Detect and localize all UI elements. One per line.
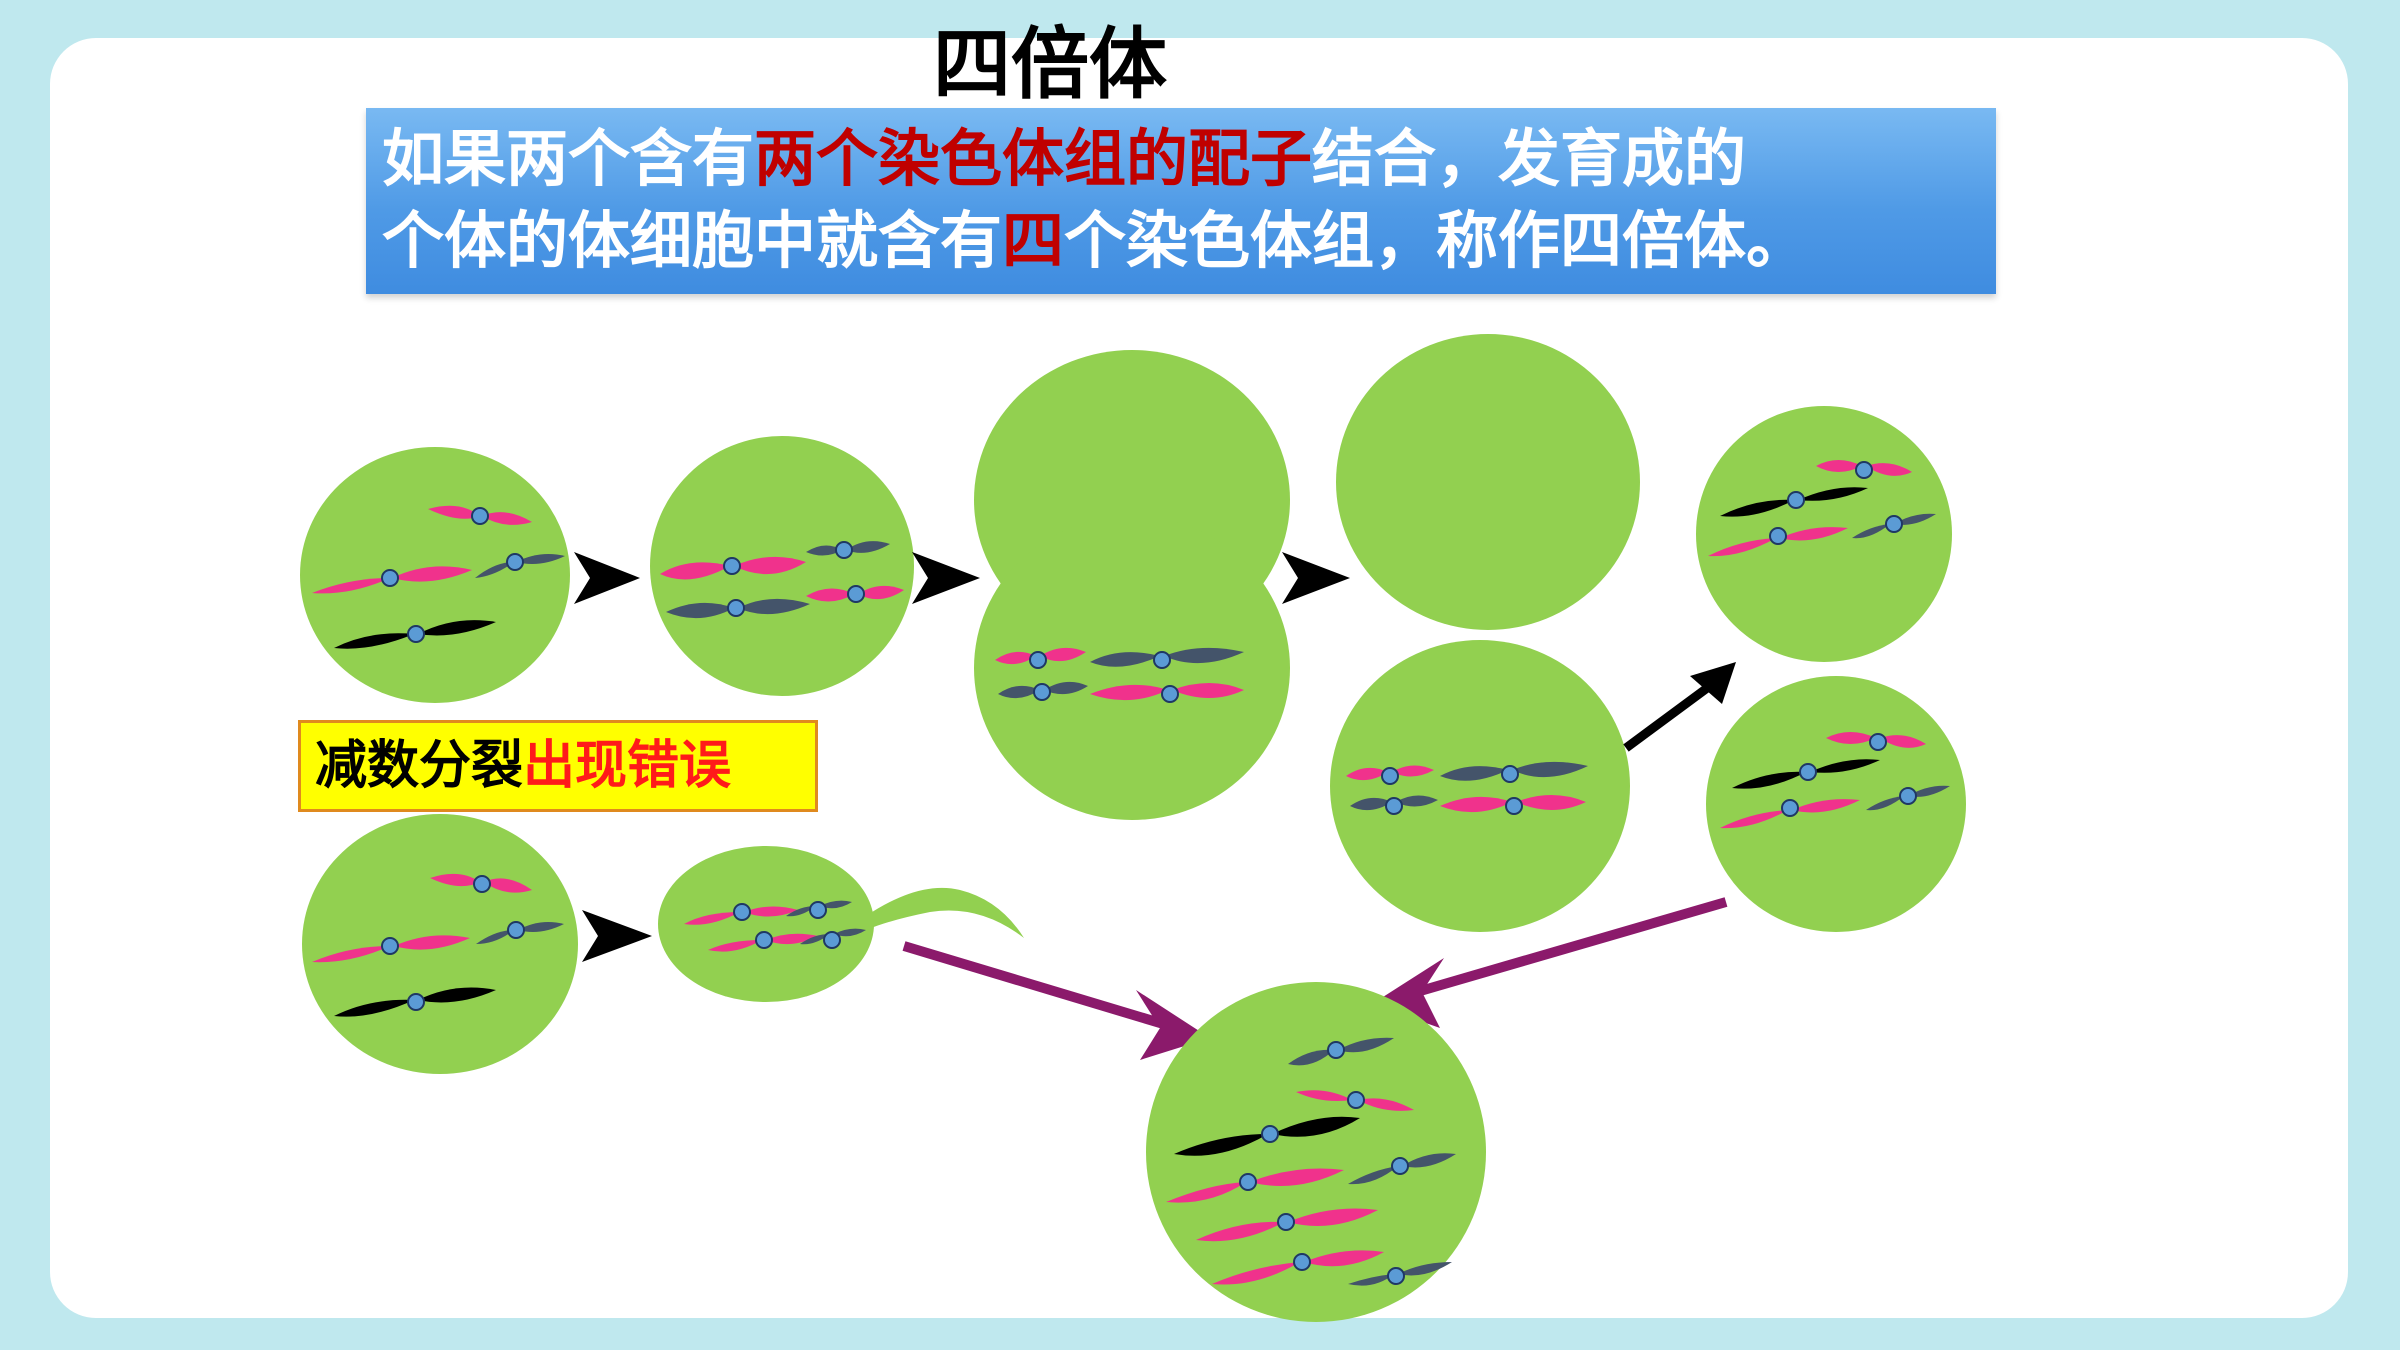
cell-right-top: [1696, 406, 1952, 662]
chromosome-black: [334, 633, 414, 649]
cell-daughter-tetraploid: [1330, 640, 1630, 932]
arrow-black: [582, 910, 652, 962]
chromosome-pink: [312, 578, 390, 594]
arrow-purple-left: [902, 941, 1210, 1060]
centromere: [506, 553, 524, 571]
banner-text: 个染色体组，称作四倍体。: [1064, 204, 1809, 277]
arrow-purple-right: [1372, 897, 1728, 1028]
cell-tetraploid-zygote: [1146, 982, 1486, 1322]
cell-meiosis-error: [302, 814, 578, 1074]
banner-highlight: 两个染色体组的配子: [754, 122, 1313, 195]
centromere: [381, 569, 399, 587]
chromosome-pink: [392, 566, 472, 582]
cell-right-bottom: [1706, 676, 1966, 932]
centromere: [407, 625, 425, 643]
banner-highlight: 四: [1002, 204, 1065, 277]
banner-line-1: 如果两个含有两个染色体组的配子结合，发育成的: [382, 122, 1746, 196]
page-title: 四倍体: [932, 20, 1167, 110]
cell-daughter-empty: [1336, 334, 1640, 630]
chromosome-pink: [482, 512, 532, 525]
banner-text: 结合，发育成的: [1312, 122, 1747, 195]
meiosis-error-label: 减数分裂出现错误: [298, 720, 818, 812]
chromosome-black: [418, 620, 496, 636]
definition-banner: 如果两个含有两个染色体组的配子结合，发育成的 个体的体细胞中就含有四个染色体组，…: [366, 108, 1996, 294]
chromosome-pink: [428, 505, 480, 519]
centromere: [471, 507, 489, 525]
arrow-black: [574, 552, 640, 604]
banner-line-2: 个体的体细胞中就含有四个染色体组，称作四倍体。: [382, 204, 1808, 278]
cell-replicated: [650, 436, 914, 696]
arrow-black: [1623, 662, 1736, 752]
cell-normal-1: [300, 447, 570, 703]
arrow-black: [912, 552, 980, 604]
arrow-black: [1282, 552, 1350, 604]
label-text: 减数分裂: [315, 736, 524, 796]
banner-text: 如果两个含有: [382, 122, 755, 195]
chromosome-dark: [516, 554, 565, 564]
cell-dividing: [974, 350, 1290, 820]
banner-text: 个体的体细胞中就含有: [382, 204, 1003, 277]
gamete-diploid: [658, 846, 1024, 1002]
label-highlight: 出现错误: [523, 736, 732, 796]
chromosome-dark: [475, 562, 514, 578]
